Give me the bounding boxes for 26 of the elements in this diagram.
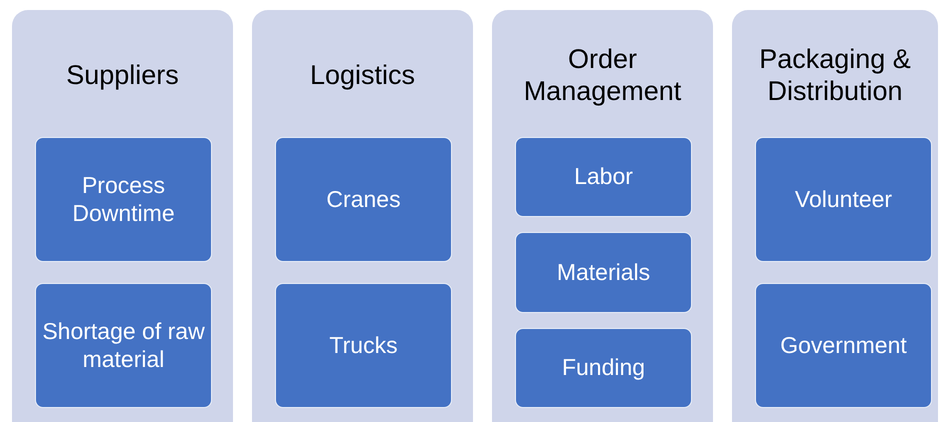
column-heading: Order Management	[522, 42, 682, 108]
category-box	[515, 137, 692, 218]
category-label: Government	[779, 332, 908, 360]
category-label: Volunteer	[794, 186, 894, 214]
category-label: Labor	[573, 163, 634, 191]
category-label: Materials	[556, 258, 652, 286]
category-label: Trucks	[328, 332, 399, 360]
category-box	[515, 328, 692, 408]
category-label: Cranes	[325, 186, 402, 214]
column-panel	[12, 10, 233, 422]
column-heading: Suppliers	[66, 58, 179, 92]
category-box	[35, 137, 212, 262]
category-box	[35, 283, 212, 408]
column-panel	[732, 10, 938, 422]
column-panel	[252, 10, 473, 422]
category-label: Funding	[560, 354, 646, 382]
category-label: Shortage of raw material	[41, 318, 206, 374]
column-heading: Logistics	[310, 58, 416, 92]
column-panel	[492, 10, 713, 422]
category-box	[755, 283, 932, 408]
category-box	[755, 137, 932, 262]
category-box	[275, 283, 452, 408]
column-heading: Packaging & Distribution	[758, 42, 912, 108]
category-box	[515, 232, 692, 313]
category-box	[275, 137, 452, 262]
category-label: Process Downtime	[71, 172, 176, 228]
